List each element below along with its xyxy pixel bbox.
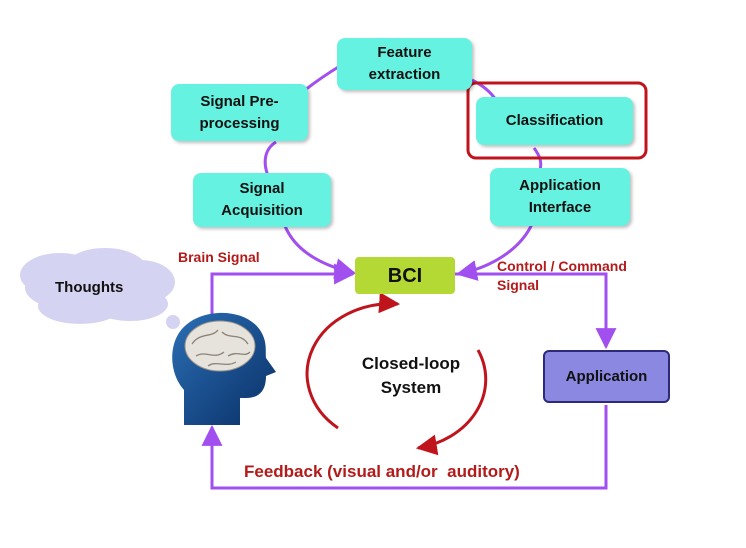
arc-preprocessing-to-feature	[304, 64, 341, 92]
closed-loop-arrows-icon	[305, 292, 488, 456]
signal-preprocessing-box: Signal Pre- processing	[171, 84, 308, 141]
bci-label: BCI	[387, 264, 423, 287]
classification-box: Classification	[476, 97, 633, 145]
line-bci-to-application	[455, 272, 617, 350]
control-command-label: Control / Command Signal	[497, 258, 627, 293]
arc-acquisition-to-bci	[283, 225, 357, 279]
feature-extraction-box: Feature extraction	[337, 38, 472, 90]
application-interface-box: Application Interface	[490, 168, 630, 226]
application-label: Application	[565, 367, 648, 385]
signal-preprocessing-label: Signal Pre- processing	[199, 92, 280, 132]
line-head-to-bci	[210, 263, 356, 325]
thought-cloud-icon	[20, 248, 180, 329]
bci-box: BCI	[355, 257, 455, 294]
classification-highlight	[466, 81, 648, 160]
thoughts-label: Thoughts	[55, 279, 124, 296]
signal-acquisition-label: Signal Acquisition	[221, 180, 303, 219]
line-application-to-feedback	[201, 405, 608, 490]
closed-loop-label: Closed-loop System	[361, 354, 461, 397]
classification-label: Classification	[505, 112, 604, 129]
brain-signal-label: Brain Signal	[178, 249, 260, 265]
signal-acquisition-box: Signal Acquisition	[193, 173, 331, 227]
arc-acquisition-to-preprocessing	[263, 140, 277, 177]
feature-extraction-label: Feature extraction	[368, 44, 441, 83]
application-box: Application	[543, 350, 670, 403]
head-brain-icon	[172, 312, 276, 425]
feedback-label: Feedback (visual and/or auditory)	[244, 462, 520, 481]
arc-interface-to-bci	[455, 223, 534, 281]
application-interface-label: Application Interface	[519, 177, 601, 216]
